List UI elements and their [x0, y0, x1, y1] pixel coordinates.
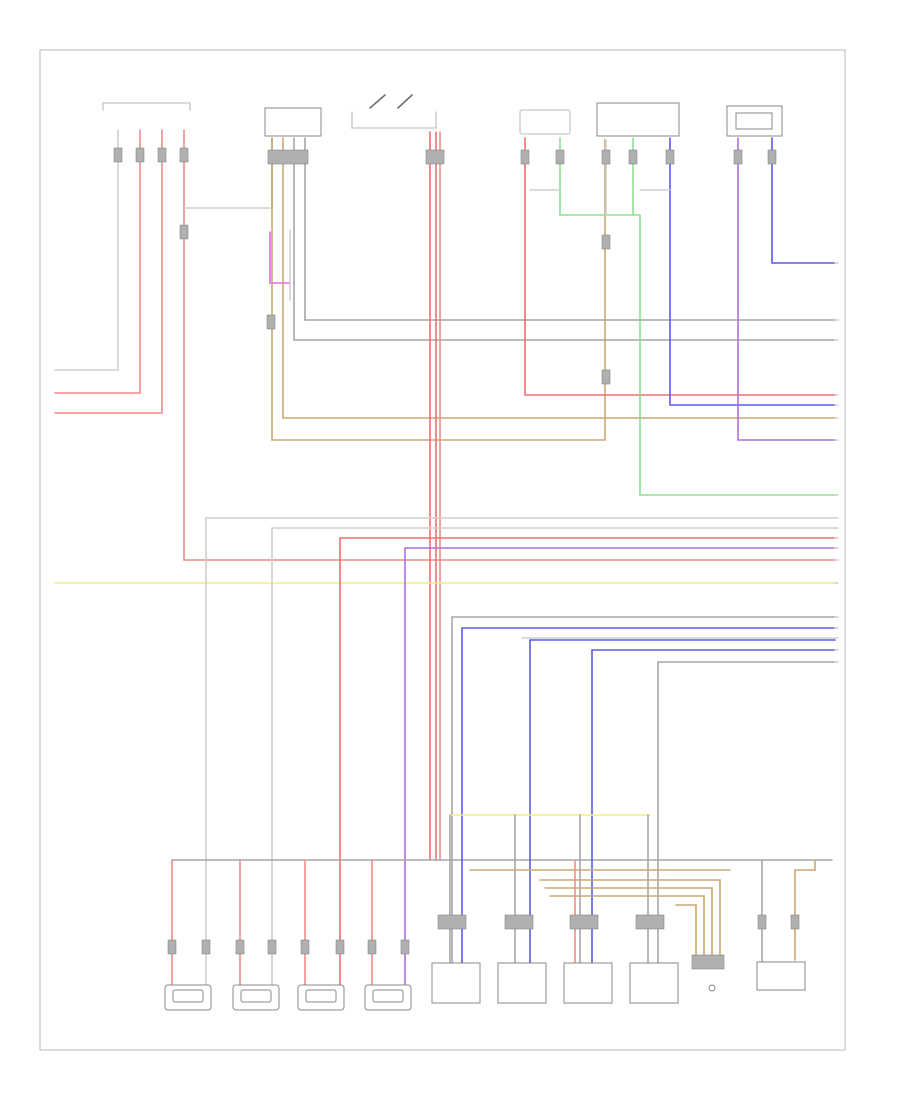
wires-top-right	[524, 137, 836, 496]
engine-control-module	[264, 107, 322, 137]
ignition-switch	[351, 94, 437, 129]
wires-coil-drops	[171, 517, 833, 991]
wires-top-left	[54, 129, 836, 561]
injector-1	[431, 962, 481, 1004]
wires-mid-bus	[54, 517, 836, 663]
wires-injectors	[449, 616, 816, 966]
wires-ignition	[429, 131, 441, 861]
injector-3	[563, 962, 613, 1004]
connectors	[113, 147, 800, 970]
right-terminals	[834, 262, 839, 663]
injectors	[431, 961, 806, 1004]
bottom-sensor	[756, 961, 806, 991]
ignition-coils	[164, 984, 412, 1011]
injector-4	[629, 962, 679, 1004]
wires-ecm	[269, 137, 836, 441]
injector-2	[497, 962, 547, 1004]
top-right-sensor-inner	[735, 112, 773, 130]
top-control-unit	[596, 102, 680, 137]
top-relay-a	[519, 109, 571, 135]
top-left-component	[102, 102, 191, 111]
ground-point	[708, 984, 716, 992]
diagram-frame	[39, 49, 846, 1051]
